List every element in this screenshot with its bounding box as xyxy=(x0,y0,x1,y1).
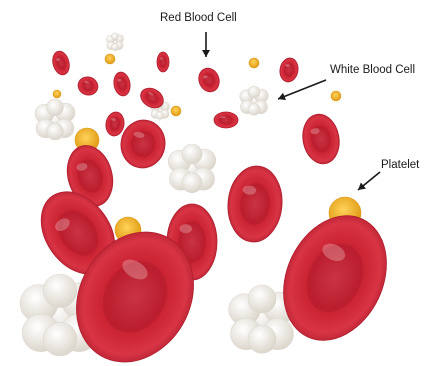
red-blood-cell xyxy=(278,57,300,84)
platelet-label: Platelet xyxy=(381,159,419,171)
red-blood-cell xyxy=(157,52,169,72)
white-blood-cell xyxy=(168,144,216,193)
platelet xyxy=(105,54,115,64)
white-blood-cell-arrow xyxy=(278,80,326,100)
white-blood-cell xyxy=(35,99,75,140)
white-blood-cell-label: White Blood Cell xyxy=(330,64,415,76)
red-blood-cell xyxy=(214,112,238,128)
red-blood-cell xyxy=(112,71,132,97)
red-blood-cell xyxy=(195,65,222,94)
red-blood-cell xyxy=(104,111,126,138)
platelet xyxy=(331,91,341,101)
platelet xyxy=(53,90,61,98)
white-blood-cell xyxy=(106,33,123,51)
red-blood-cell-label: Red Blood Cell xyxy=(160,12,237,24)
red-blood-cell xyxy=(76,74,101,98)
red-blood-cell xyxy=(50,49,72,76)
white-blood-cell xyxy=(240,86,269,115)
red-blood-cell xyxy=(299,111,343,166)
platelet-arrow xyxy=(358,172,380,190)
red-blood-cell xyxy=(117,117,169,172)
red-blood-cell xyxy=(225,164,285,244)
platelet xyxy=(171,106,181,116)
red-blood-cell-arrow xyxy=(202,32,210,57)
platelet xyxy=(249,58,259,68)
